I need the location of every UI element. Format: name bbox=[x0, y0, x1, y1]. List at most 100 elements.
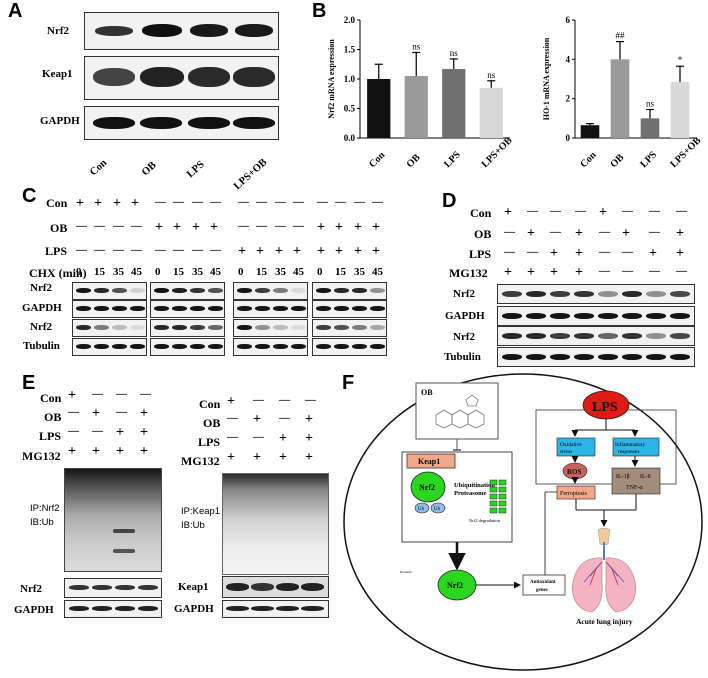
group-label-ob: OB bbox=[140, 159, 159, 179]
blot-band bbox=[622, 291, 642, 297]
x-tick-label: LPS bbox=[638, 149, 659, 170]
y-tick-label: 2.0 bbox=[344, 15, 356, 25]
acute-lung-injury-label: Acute lung injury bbox=[576, 617, 633, 626]
time-label: 0 bbox=[317, 266, 323, 278]
blot-band bbox=[172, 325, 187, 330]
minus-sign: — bbox=[305, 394, 316, 406]
blot-band bbox=[172, 306, 187, 311]
blot-band bbox=[273, 306, 288, 311]
western-blot-keap1 bbox=[84, 56, 279, 100]
time-label: 15 bbox=[256, 266, 267, 278]
minus-sign: — bbox=[293, 220, 304, 232]
cell-outline bbox=[343, 373, 703, 671]
blot-band bbox=[273, 325, 288, 330]
blot-label-nrf2: Nrf2 bbox=[30, 282, 52, 294]
plus-sign: + bbox=[227, 394, 235, 409]
plus-sign: + bbox=[76, 196, 84, 211]
time-label: 35 bbox=[113, 266, 124, 278]
blot-band bbox=[598, 291, 618, 297]
blot-band bbox=[598, 313, 618, 319]
time-label: 15 bbox=[335, 266, 346, 278]
minus-sign: — bbox=[92, 388, 103, 400]
plus-sign: + bbox=[504, 205, 512, 220]
blot-band bbox=[190, 344, 205, 349]
row-label-mg132: MG132 bbox=[449, 266, 488, 280]
row-label-con: Con bbox=[40, 391, 62, 405]
blot-band bbox=[76, 306, 91, 311]
bar bbox=[670, 81, 690, 138]
plus-sign: + bbox=[372, 220, 380, 235]
row-label-lps: LPS bbox=[39, 429, 62, 443]
blot-band bbox=[291, 306, 306, 311]
western-blot-nrf2 bbox=[84, 12, 279, 50]
minus-sign: — bbox=[527, 205, 538, 217]
blot-band bbox=[370, 325, 385, 330]
plus-sign: + bbox=[210, 220, 218, 235]
plus-sign: + bbox=[131, 196, 139, 211]
minus-sign: — bbox=[649, 226, 660, 238]
chx-label: CHX (min) bbox=[29, 266, 87, 280]
western-blot-nrf2-e bbox=[64, 578, 162, 598]
plus-sign: + bbox=[116, 444, 124, 459]
blot-band bbox=[622, 313, 642, 319]
plus-sign: + bbox=[116, 425, 124, 440]
western-blot-strip bbox=[312, 282, 387, 300]
blot-band bbox=[291, 288, 306, 293]
bar bbox=[367, 79, 391, 138]
minus-sign: — bbox=[527, 246, 538, 258]
panel-label-b: B bbox=[312, 0, 327, 22]
ob-molecule-icon bbox=[435, 394, 485, 429]
minus-sign: — bbox=[275, 220, 286, 232]
mechanism-diagram: OB Keap1 Nrf2 Ub Ub Ubiquitination Prote… bbox=[343, 373, 703, 671]
blot-band bbox=[502, 354, 522, 360]
minus-sign: — bbox=[94, 220, 105, 232]
row-label-lps-2: LPS bbox=[198, 435, 221, 449]
blot-band bbox=[334, 306, 349, 311]
plus-sign: + bbox=[238, 244, 246, 259]
row-label-mg132: MG132 bbox=[22, 449, 61, 463]
plus-sign: + bbox=[305, 412, 313, 427]
minus-sign: — bbox=[94, 244, 105, 256]
blot-band bbox=[112, 288, 127, 293]
blot-band bbox=[94, 306, 109, 311]
x-tick-label: Con bbox=[578, 149, 599, 170]
western-blot-strip bbox=[72, 282, 147, 300]
plus-sign: + bbox=[649, 246, 657, 261]
plus-sign: + bbox=[279, 431, 287, 446]
row-label-ob: OB bbox=[474, 227, 492, 241]
minus-sign: — bbox=[550, 205, 561, 217]
plus-sign: + bbox=[92, 406, 100, 421]
antioxidant-genes-box bbox=[522, 574, 566, 596]
plus-sign: + bbox=[335, 244, 343, 259]
minus-sign: — bbox=[354, 196, 365, 208]
plus-sign: + bbox=[256, 244, 264, 259]
plus-sign: + bbox=[575, 265, 583, 280]
ip-label: IP:Nrf2 bbox=[30, 503, 60, 514]
blot-band bbox=[550, 313, 570, 319]
proteasome-icon bbox=[489, 479, 507, 514]
minus-sign: — bbox=[550, 226, 561, 238]
blot-band bbox=[76, 325, 91, 330]
western-blot-strip bbox=[72, 319, 147, 337]
minus-sign: — bbox=[279, 412, 290, 424]
blot-band bbox=[646, 354, 666, 360]
plus-sign: + bbox=[575, 246, 583, 261]
blot-band bbox=[598, 354, 618, 360]
blot-band bbox=[370, 306, 385, 311]
time-label: 0 bbox=[238, 266, 244, 278]
plus-sign: + bbox=[527, 265, 535, 280]
blot-band bbox=[208, 325, 223, 330]
plus-sign: + bbox=[550, 265, 558, 280]
minus-sign: — bbox=[649, 265, 660, 277]
blot-label-keap1: Keap1 bbox=[42, 68, 73, 80]
blot-band bbox=[154, 344, 169, 349]
panel-label-a: A bbox=[8, 0, 23, 22]
minus-sign: — bbox=[622, 205, 633, 217]
minus-sign: — bbox=[227, 412, 238, 424]
time-label: 15 bbox=[173, 266, 184, 278]
western-blot-strip bbox=[497, 306, 695, 326]
ib-label-keap1: IB:Ub bbox=[181, 520, 205, 531]
plus-sign: + bbox=[275, 244, 283, 259]
western-blot-strip bbox=[233, 300, 308, 318]
blot-band bbox=[94, 344, 109, 349]
